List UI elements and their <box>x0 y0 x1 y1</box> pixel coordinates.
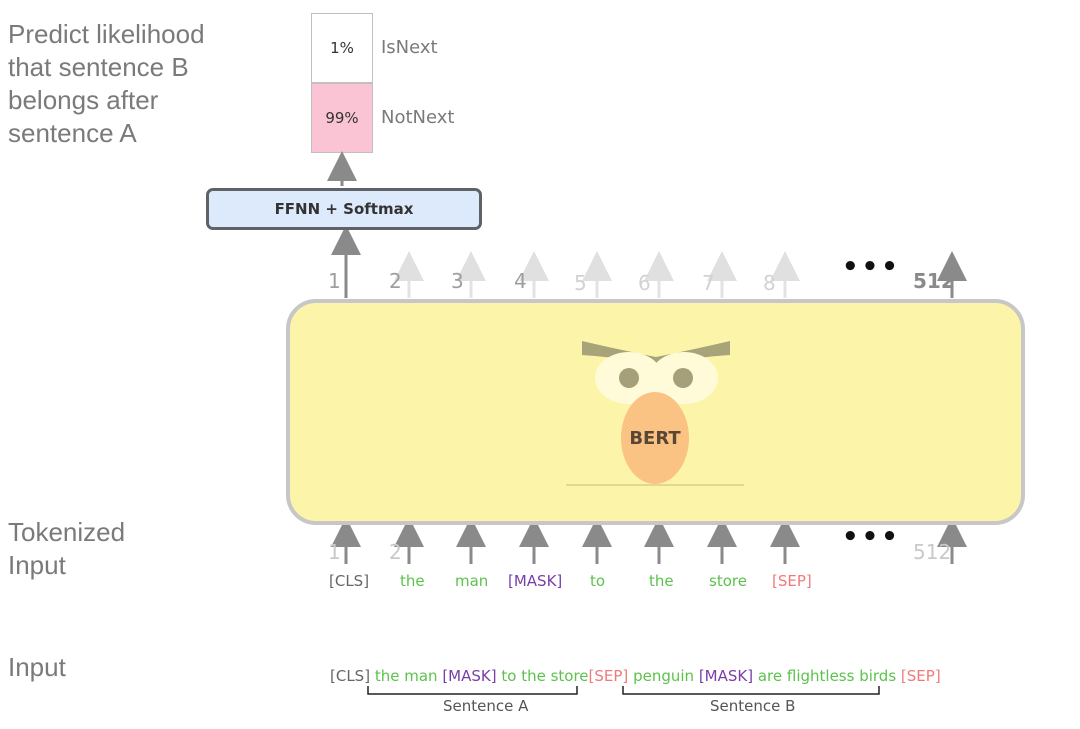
output-position-8: 8 <box>763 271 776 295</box>
output-position-2: 2 <box>389 269 402 293</box>
sentence-a-bracket <box>367 686 578 695</box>
sentence-b-label: Sentence B <box>710 697 796 715</box>
output-position-4: 4 <box>514 269 527 293</box>
ffnn-softmax-box: FFNN + Softmax <box>206 188 482 230</box>
tokenized-input-label: Tokenized Input <box>8 517 126 580</box>
ffnn-softmax-label: FFNN + Softmax <box>274 200 414 218</box>
input-position-512: 512 <box>913 540 952 564</box>
input-position-2: 2 <box>389 540 402 564</box>
notnext-label: NotNext <box>381 107 455 128</box>
isnext-prob-box: 1% <box>311 13 373 83</box>
token-cls: [CLS] <box>329 572 370 590</box>
output-position-3: 3 <box>451 269 464 293</box>
output-position-6: 6 <box>638 271 651 295</box>
token-mask: [MASK] <box>508 572 563 590</box>
left-eye-pupil <box>619 368 639 388</box>
notnext-prob-value: 99% <box>325 109 359 127</box>
isnext-prob-value: 1% <box>330 39 354 57</box>
seq-mask1: [MASK] <box>442 667 497 685</box>
predict-label: Predict likelihood that sentence B belon… <box>8 19 205 148</box>
sentence-a-label: Sentence A <box>443 697 529 715</box>
bert-face <box>566 341 744 486</box>
input-sequence: [CLS] the man [MASK] to the store[SEP] p… <box>330 667 941 685</box>
faint-output-arrows <box>394 251 800 298</box>
output-position-7: 7 <box>702 271 715 295</box>
isnext-label: IsNext <box>381 37 438 58</box>
output-position-512: 512 <box>913 269 955 293</box>
seq-part2: to the store <box>501 667 589 685</box>
seq-mask2: [MASK] <box>698 667 754 685</box>
seq-part1: the man <box>374 667 438 685</box>
bert-label: BERT <box>629 427 681 449</box>
output-position-5: 5 <box>574 271 587 295</box>
seq-cls: [CLS] <box>330 667 371 685</box>
token-store: store <box>709 572 747 590</box>
input-label: Input <box>8 652 66 682</box>
output-ellipsis: ••• <box>842 252 901 282</box>
token-man: man <box>455 572 489 590</box>
seq-sep1: [SEP] <box>588 667 629 685</box>
notnext-prob-box: 99% <box>311 83 373 153</box>
output-position-1: 1 <box>328 269 341 293</box>
seq-part4: are flightless birds <box>757 667 897 685</box>
sentence-b-bracket <box>622 686 880 695</box>
seq-part3: penguin <box>633 667 695 685</box>
seq-sep2: [SEP] <box>900 667 941 685</box>
nose-shape <box>621 392 689 484</box>
input-ellipsis: ••• <box>842 522 901 552</box>
token-the-2: the <box>649 572 674 590</box>
token-sep: [SEP] <box>772 572 812 590</box>
token-to: to <box>590 572 606 590</box>
input-arrows <box>331 517 967 564</box>
token-the: the <box>400 572 425 590</box>
right-eye-pupil <box>673 368 693 388</box>
input-position-1: 1 <box>328 540 341 564</box>
